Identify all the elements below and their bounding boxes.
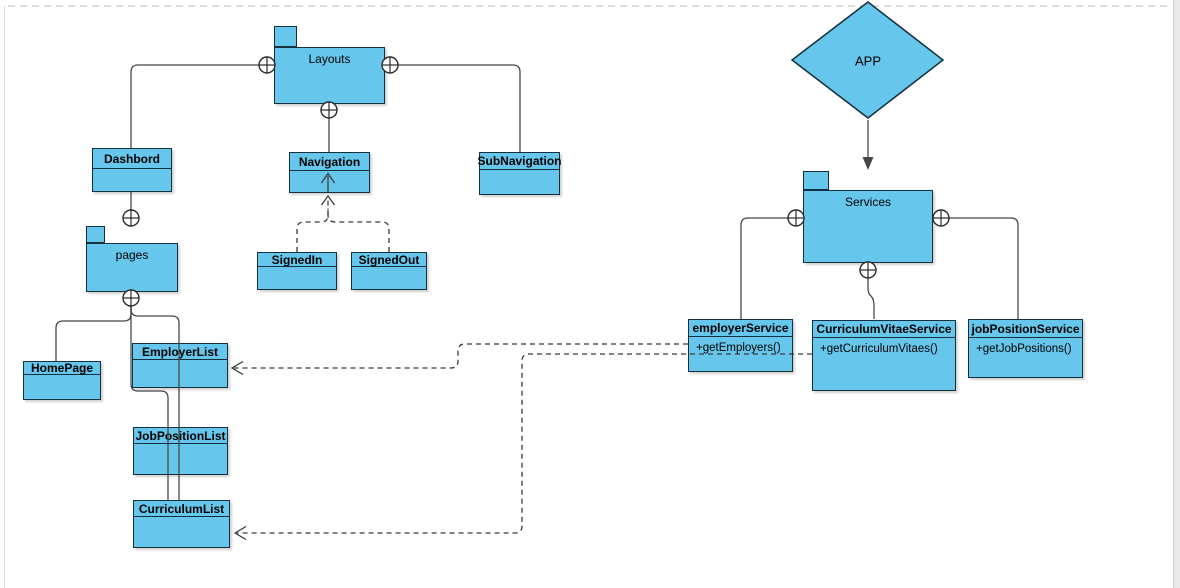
class-title: JobPositionList [134, 428, 227, 444]
class-title: EmployerList [133, 344, 227, 360]
class-method [134, 444, 227, 449]
class-method [134, 517, 229, 522]
class-subnavigation[interactable]: SubNavigation [477, 152, 562, 195]
class-employerlist[interactable]: EmployerList [132, 343, 228, 388]
package-label: Services [844, 195, 891, 209]
package-body: Layouts [274, 47, 385, 104]
class-curriculumvitaeservice[interactable]: CurriculumVitaeService +getCurriculumVit… [812, 320, 956, 391]
package-label: Layouts [308, 52, 351, 66]
canvas-right-gutter [1173, 0, 1180, 588]
class-signedout[interactable]: SignedOut [351, 252, 427, 290]
package-tab [803, 171, 829, 190]
class-title: CurriculumVitaeService [813, 321, 955, 338]
class-title: jobPositionService [969, 320, 1082, 338]
diamond-app-label: APP [854, 53, 882, 69]
class-title: SignedIn [258, 253, 336, 267]
class-jobpositionservice[interactable]: jobPositionService +getJobPositions() [968, 319, 1083, 378]
class-title: HomePage [24, 361, 100, 375]
class-employerservice[interactable]: employerService +getEmployers() [688, 319, 793, 372]
class-method [258, 267, 336, 272]
class-method [480, 170, 559, 175]
class-curriculumlist[interactable]: CurriculumList [133, 500, 230, 548]
class-method [290, 171, 369, 176]
class-navigation[interactable]: Navigation [289, 152, 370, 193]
class-title: Dashbord [93, 149, 171, 169]
class-jobpositionlist[interactable]: JobPositionList [133, 427, 228, 475]
class-title: employerService [689, 320, 792, 337]
class-title: SignedOut [352, 253, 426, 267]
package-body: pages [86, 243, 178, 292]
canvas-left-border [4, 6, 5, 588]
class-title: Navigation [290, 153, 369, 171]
package-label: pages [115, 248, 149, 262]
class-method: +getEmployers() [696, 342, 781, 354]
class-method [24, 375, 100, 380]
package-tab [274, 26, 297, 47]
package-tab [86, 226, 105, 243]
class-signedin[interactable]: SignedIn [257, 252, 337, 290]
class-title: SubNavigation [477, 154, 562, 170]
class-title: CurriculumList [134, 501, 229, 517]
class-method: +getJobPositions() [976, 343, 1072, 355]
class-dashbord[interactable]: Dashbord [92, 148, 172, 192]
class-method [352, 267, 426, 272]
class-method: +getCurriculumVitaes() [820, 343, 938, 355]
class-homepage[interactable]: HomePage [23, 361, 101, 400]
package-body: Services [803, 190, 933, 263]
class-method [133, 360, 227, 365]
class-method [93, 169, 171, 174]
